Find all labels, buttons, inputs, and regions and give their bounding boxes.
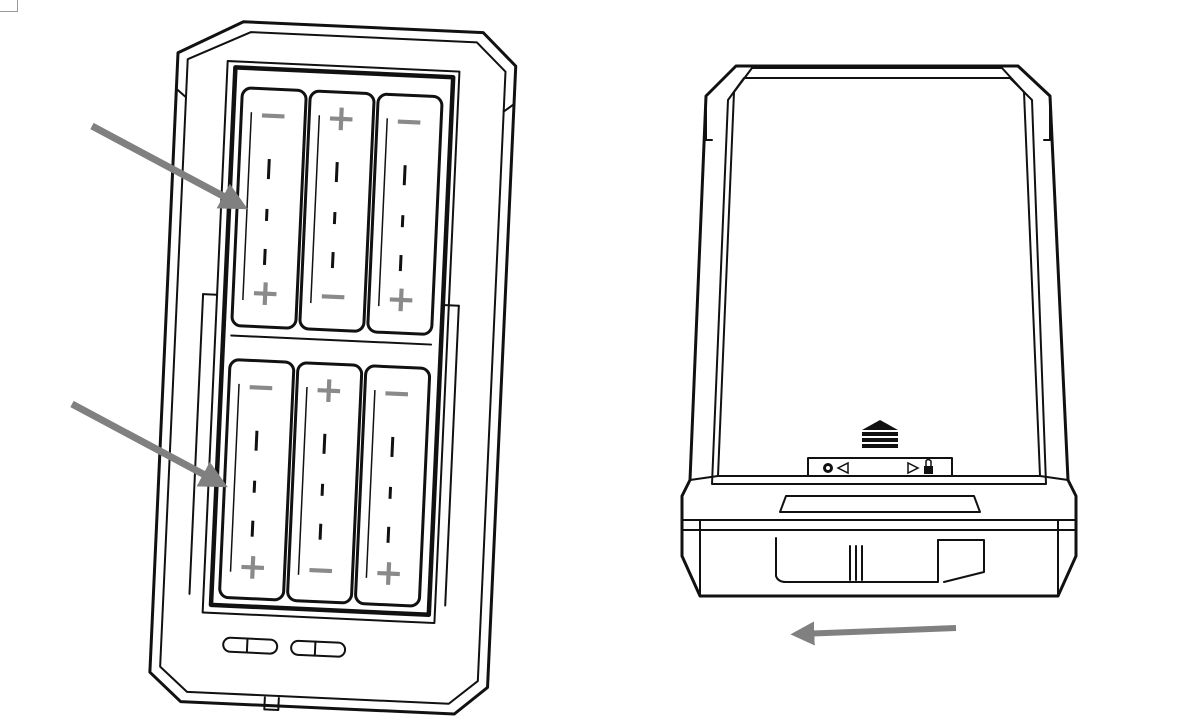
cover-lock-panel [807, 420, 953, 477]
device-closed-cover [680, 64, 1078, 598]
corner-frame-mark [0, 0, 18, 12]
device-open-compartment: − + − + − + − + − + − + [148, 20, 518, 716]
polarity-plus-icon: + [313, 369, 345, 411]
battery-row-lower: − + − + − + [217, 357, 432, 608]
slide-direction-arrow-icon [790, 621, 957, 646]
insert-arrow-icon [70, 400, 228, 488]
polarity-plus-icon: + [249, 272, 281, 314]
polarity-plus-icon: + [385, 278, 417, 320]
lock-icon [907, 458, 933, 475]
polarity-minus-icon: − [317, 275, 349, 317]
polarity-plus-icon: + [237, 546, 269, 588]
push-tab-icon [862, 420, 898, 448]
unlock-icon [823, 461, 849, 475]
latch-slots [222, 636, 347, 712]
polarity-minus-icon: − [245, 366, 277, 408]
polarity-minus-icon: − [305, 549, 337, 591]
polarity-plus-icon: + [325, 98, 357, 140]
polarity-plus-icon: + [373, 552, 405, 594]
polarity-minus-icon: − [393, 101, 425, 143]
polarity-minus-icon: − [381, 372, 413, 414]
battery-door-latch [775, 495, 985, 583]
polarity-minus-icon: − [257, 95, 289, 137]
battery-row-upper: − + − + − + [230, 86, 444, 346]
insert-arrow-icon [90, 122, 248, 210]
